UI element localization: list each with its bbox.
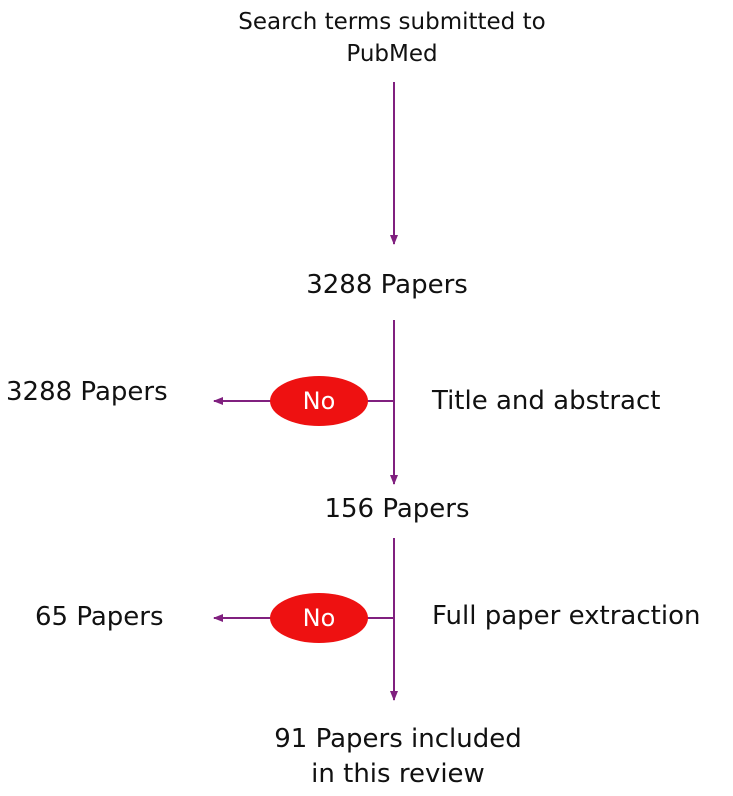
node-total-papers: 3288 Papers xyxy=(306,270,468,300)
node-excluded-extraction: 65 Papers xyxy=(35,602,164,632)
decision-badge-screening: No xyxy=(270,376,368,426)
node-excluded-screening: 3288 Papers xyxy=(6,377,168,407)
node-search-line-2: PubMed xyxy=(346,41,438,67)
node-included-line-2: in this review xyxy=(311,759,485,789)
node-included-papers: 91 Papers included in this review xyxy=(240,722,556,792)
stage-label-extraction: Full paper extraction xyxy=(432,601,701,631)
node-screened-papers: 156 Papers xyxy=(324,494,470,524)
node-search-terms: Search terms submitted to PubMed xyxy=(217,6,567,70)
stage-label-screening: Title and abstract xyxy=(432,386,661,416)
node-included-line-1: 91 Papers included xyxy=(274,724,522,754)
node-search-line-1: Search terms submitted to xyxy=(238,9,546,35)
decision-badge-extraction: No xyxy=(270,593,368,643)
